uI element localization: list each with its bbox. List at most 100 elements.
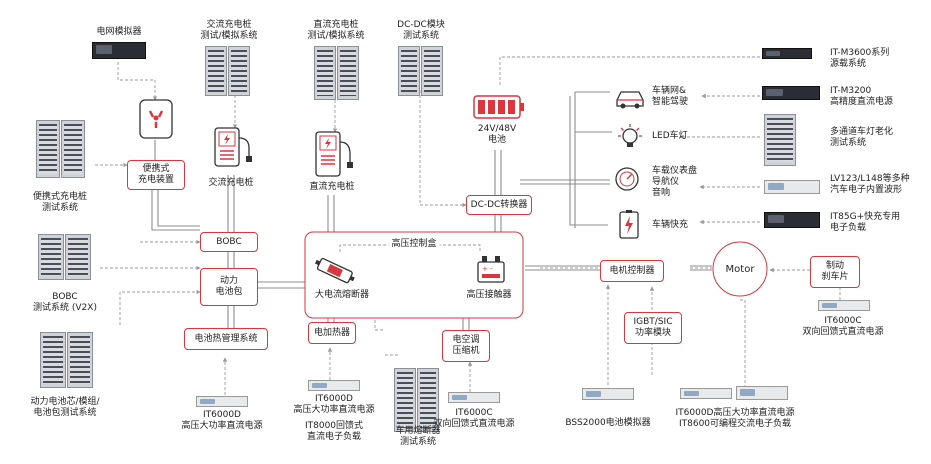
fuse-icon	[314, 258, 355, 284]
hv-box-title: 高压控制盒	[388, 239, 440, 250]
solid-power-links	[151, 91, 712, 330]
cell-test-image	[40, 332, 66, 388]
bobc-test-label-1: BOBC	[52, 292, 78, 302]
m3600-label-1: IT-M3600系列	[830, 48, 890, 58]
led-lamp-label: LED车灯	[652, 131, 688, 141]
battery-icon	[473, 95, 524, 119]
bss2000-label: BSS2000电池模拟器	[565, 418, 651, 428]
it6000d-left-image	[196, 396, 248, 407]
ac-pile-test-label-1: 交流充电桩	[206, 20, 252, 30]
speedometer-icon	[615, 167, 639, 191]
dc-pile-test-label-2: 测试/模拟系统	[307, 31, 365, 41]
dashboard-label-2: 导航仪	[652, 177, 680, 187]
bobc-test-image-2	[65, 234, 91, 280]
it6000d-right-label-1: IT6000D高压大功率直流电源	[675, 408, 795, 418]
fast-charge-label: 车辆快充	[652, 220, 689, 230]
m3200-image	[762, 86, 820, 100]
electric-heater-box: 电加热器	[308, 322, 356, 344]
ac-compressor-label-1: 电空调	[452, 335, 480, 345]
ac-compressor-label-2: 压缩机	[452, 346, 480, 356]
brake-box: 制动 刹车片	[810, 256, 860, 288]
it6000d-left-label-1: IT6000D	[203, 410, 241, 420]
bobc-test-image	[38, 234, 64, 280]
car-icon	[616, 91, 644, 109]
grid-simulator-image	[92, 42, 146, 59]
it6000c-mid-label-1: IT6000C	[455, 408, 493, 418]
cell-test-image-2	[67, 332, 93, 388]
fuse-test-image	[394, 368, 416, 432]
dc-charger-icon	[315, 131, 353, 177]
electric-heater-label: 电加热器	[313, 327, 350, 338]
vehicle-net-label-2: 智能驾驶	[652, 97, 689, 107]
it6000d-mid-label-1: IT6000D	[315, 394, 353, 404]
m3200-label-1: IT-M3200	[830, 86, 872, 96]
fast-charge-icon	[619, 210, 639, 239]
m3600-label-2: 源载系统	[830, 59, 867, 69]
dcdc-test-image	[398, 46, 420, 96]
ac-pile-test-image	[205, 46, 227, 96]
battery-label-2: 电池	[487, 135, 507, 145]
it6000d-mid-image	[308, 380, 360, 391]
power-battery-label-2: 电池包	[215, 287, 243, 297]
svg-text:+ -: + -	[482, 265, 493, 273]
it8000-label-2: 直流电子负载	[306, 432, 362, 442]
led-lamp-icon	[618, 124, 642, 147]
igbt-module-box: IGBT/SIC 功率模块	[624, 312, 682, 344]
lv123-label-2: 汽车电子内置波形	[830, 185, 903, 195]
it85g-image	[764, 212, 820, 228]
battery-thermal-box: 电池热管理系统	[184, 328, 268, 350]
dcdc-converter-box: DC-DC转换器	[466, 195, 532, 215]
dc-pile-test-image-2	[337, 46, 359, 100]
lamp-aging-label-1: 多通道车灯老化	[830, 127, 894, 137]
dcdc-test-image-2	[421, 46, 443, 96]
fuse-test-label-2: 测试系统	[399, 437, 437, 447]
vehicle-net-label-1: 车辆网&	[652, 86, 687, 96]
lamp-aging-image	[764, 114, 796, 166]
dcdc-test-label-2: 测试系统	[402, 31, 440, 41]
igbt-label-2: 功率模块	[634, 328, 671, 338]
battery-thermal-label: 电池热管理系统	[194, 333, 258, 344]
it8000-label-1: IT8000回馈式	[304, 421, 364, 431]
motor-controller-box: 电机控制器	[600, 260, 664, 282]
battery-label-1: 24V/48V	[477, 124, 517, 134]
contactor-icon: + -	[477, 256, 505, 283]
ac-charger-icon	[214, 127, 252, 167]
motor-controller-label: 电机控制器	[609, 265, 655, 276]
dashboard-label-1: 车载仪表盘	[652, 166, 698, 176]
m3600-image	[762, 48, 812, 59]
portable-charger-label-2: 充电装置	[137, 175, 174, 185]
it6000c-mid-label-2: 双向回馈式直流电源	[433, 419, 515, 429]
portable-pile-test-image-2	[61, 120, 85, 178]
hv-control-box	[304, 231, 524, 319]
it6000c-right-label-1: IT6000C	[824, 316, 862, 326]
bss2000-image	[582, 388, 634, 400]
bobc-box: BOBC	[200, 232, 258, 252]
portable-pile-test-image	[36, 120, 60, 178]
power-battery-box: 动力 电池包	[200, 268, 258, 306]
ac-pile-test-label-2: 测试/模拟系统	[200, 31, 258, 41]
portable-charger-box: 便携式 充电装置	[127, 160, 185, 190]
cell-test-label-2: 电池包测试系统	[33, 408, 97, 418]
dcdc-test-label-1: DC-DC模块	[397, 20, 445, 30]
ac-pile-test-image-2	[228, 46, 250, 96]
lv123-label-1: LV123/L148等多种	[830, 174, 910, 184]
dcdc-converter-label: DC-DC转换器	[470, 199, 528, 210]
it6000d-right-image	[680, 388, 732, 399]
hv-contactor-label: 高压接触器	[466, 290, 512, 300]
portable-pile-test-label-2: 测试系统	[41, 203, 79, 213]
it8600-image	[736, 386, 788, 400]
grid-simulator-label: 电网模拟器	[96, 27, 142, 37]
motor-circle	[712, 241, 768, 297]
dc-pile-test-image	[314, 46, 336, 100]
bobc-label: BOBC	[216, 236, 242, 247]
it6000d-mid-label-2: 高压大功率直流电源	[293, 405, 375, 415]
it6000d-left-label-2: 高压大功率直流电源	[181, 421, 263, 431]
dc-pile-test-label-1: 直流充电桩	[313, 20, 359, 30]
portable-pile-test-label-1: 便携式充电桩	[32, 192, 88, 202]
it6000c-right-label-2: 双向回馈式直流电源	[802, 327, 884, 337]
bobc-test-label-2: 测试系统 (V2X)	[33, 303, 97, 313]
hv-fuse-label: 大电流熔断器	[314, 290, 370, 300]
igbt-label-1: IGBT/SIC	[633, 317, 673, 327]
it85g-label-1: IT85G+快充专用	[830, 212, 901, 222]
